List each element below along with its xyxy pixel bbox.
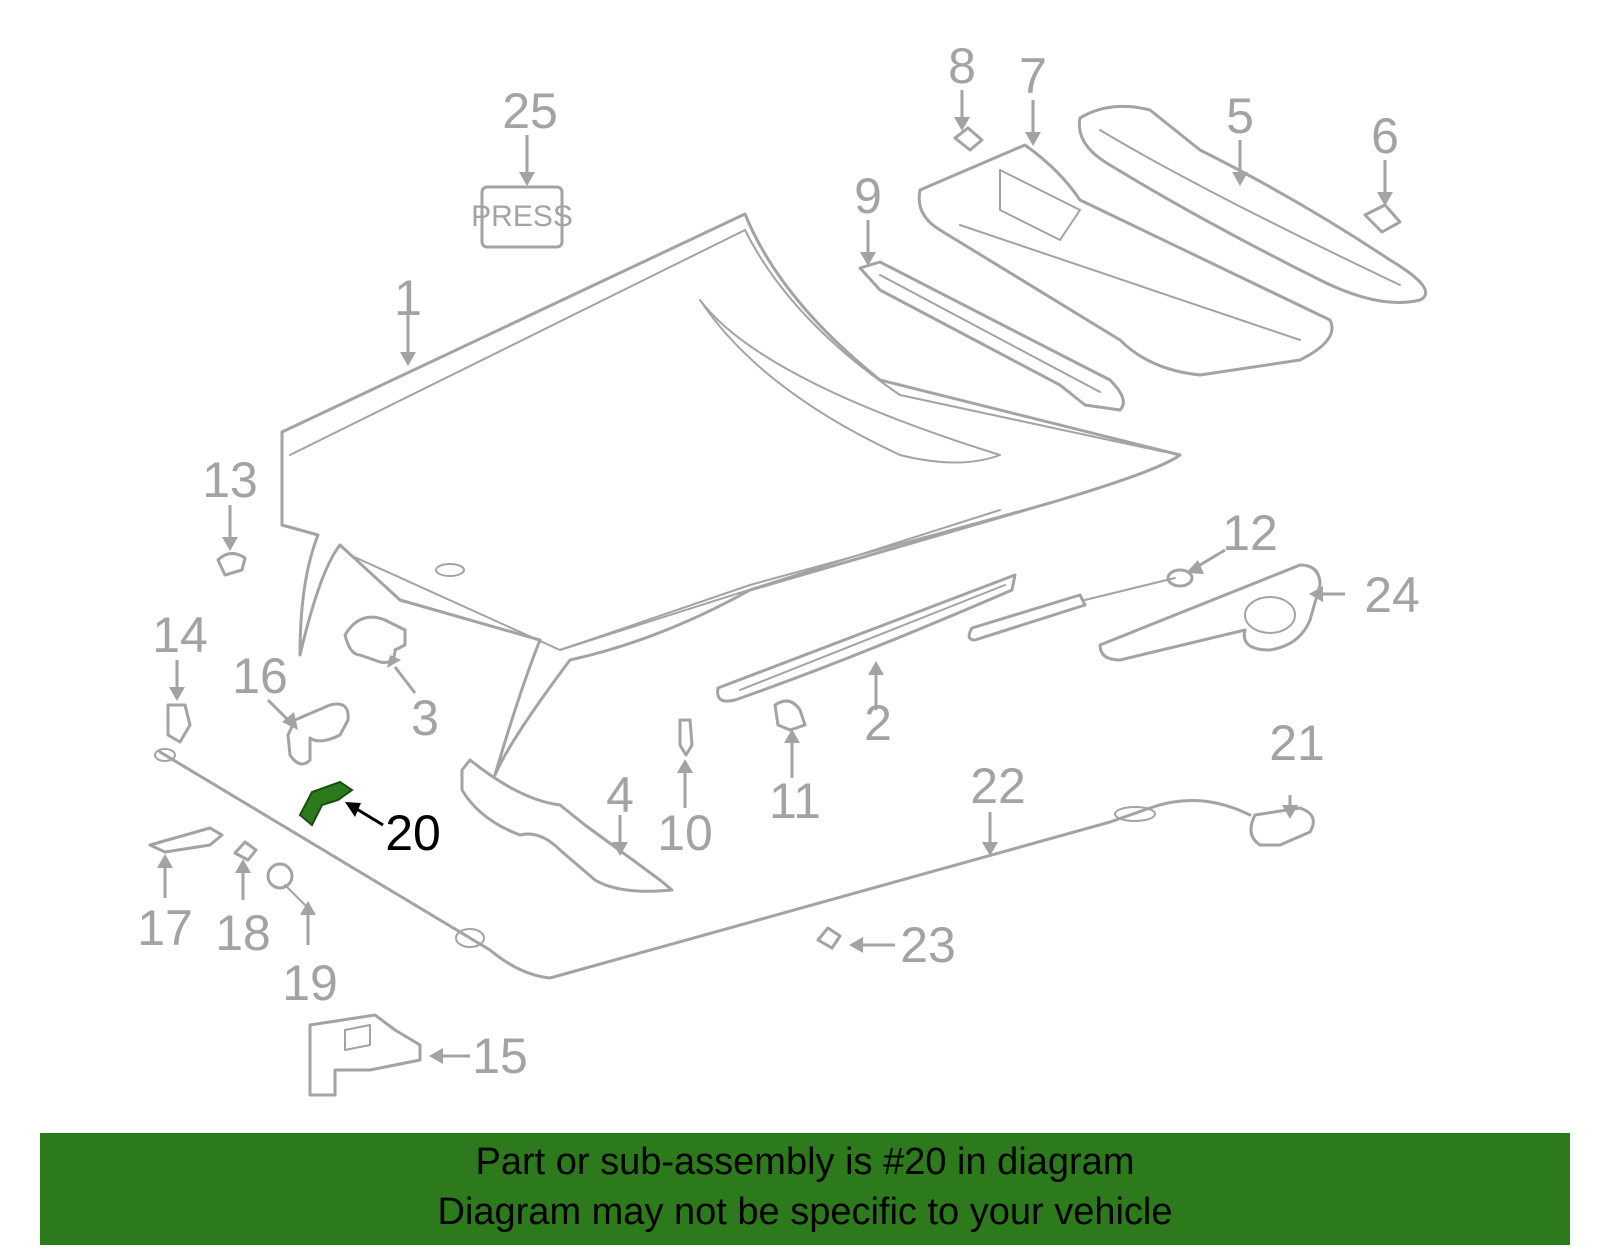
banner-line-2: Diagram may not be specific to your vehi… — [437, 1191, 1173, 1233]
part-20-highlighted[interactable] — [298, 780, 354, 827]
part-hood — [280, 212, 1182, 777]
callout-12: 12 — [1222, 505, 1278, 561]
callout-1: 1 — [394, 270, 422, 326]
callout-4: 4 — [606, 767, 634, 823]
part-hood-seal — [858, 260, 1125, 412]
callout-8: 8 — [948, 38, 976, 94]
part-release-cable — [154, 748, 1252, 980]
callout-15: 15 — [472, 1028, 528, 1084]
part-bumper-stop — [343, 615, 407, 664]
part-hood-latch — [308, 1013, 422, 1097]
part-bumper-11 — [773, 699, 807, 732]
leader-arrows — [157, 90, 1393, 1064]
callout-labels: 1 2 3 4 5 6 7 8 9 10 11 12 13 14 15 16 1… — [137, 38, 1420, 1084]
part-spring-clip — [266, 862, 306, 906]
callout-2: 2 — [864, 695, 892, 751]
part-clip-18 — [233, 840, 258, 862]
part-seal-strip — [716, 573, 1017, 703]
part-hood-hinge — [1098, 563, 1322, 662]
callout-20-highlighted[interactable]: 20 — [385, 805, 441, 861]
part-ball-stud — [1166, 568, 1194, 588]
callout-21: 21 — [1269, 715, 1325, 771]
callout-16: 16 — [232, 648, 288, 704]
part-front-trim — [460, 758, 674, 893]
callout-7: 7 — [1019, 48, 1047, 104]
press-label-part: PRESS — [471, 185, 573, 249]
callout-22: 22 — [970, 758, 1026, 814]
part-push-pin — [678, 718, 694, 757]
part-gas-strut — [967, 577, 1176, 642]
callout-5: 5 — [1226, 88, 1254, 144]
callout-25: 25 — [502, 83, 558, 139]
callout-9: 9 — [854, 168, 882, 224]
callout-24: 24 — [1364, 567, 1420, 623]
part-clip-8 — [953, 126, 984, 152]
info-banner: Part or sub-assembly is #20 in diagram D… — [40, 1133, 1570, 1245]
part-clip-6 — [1363, 203, 1402, 234]
press-label-text: PRESS — [471, 200, 573, 233]
part-cowl-vent — [917, 143, 1334, 377]
callout-6: 6 — [1371, 108, 1399, 164]
callout-10: 10 — [657, 805, 713, 861]
part-bracket-17 — [148, 826, 224, 854]
callout-13: 13 — [202, 452, 258, 508]
part-release-handle — [1249, 806, 1315, 847]
callout-18: 18 — [215, 905, 271, 961]
part-latch-bracket — [286, 702, 350, 766]
callout-19: 19 — [282, 955, 338, 1011]
part-cowl-panel — [1077, 104, 1428, 304]
callout-3: 3 — [411, 690, 439, 746]
part-clip-23 — [816, 926, 842, 950]
callout-14: 14 — [152, 607, 208, 663]
callout-11: 11 — [769, 773, 821, 829]
callout-23: 23 — [900, 917, 956, 973]
banner-line-1: Part or sub-assembly is #20 in diagram — [475, 1141, 1135, 1183]
callout-17: 17 — [137, 900, 193, 956]
part-grommet — [216, 552, 247, 577]
part-clip-14 — [166, 703, 192, 744]
